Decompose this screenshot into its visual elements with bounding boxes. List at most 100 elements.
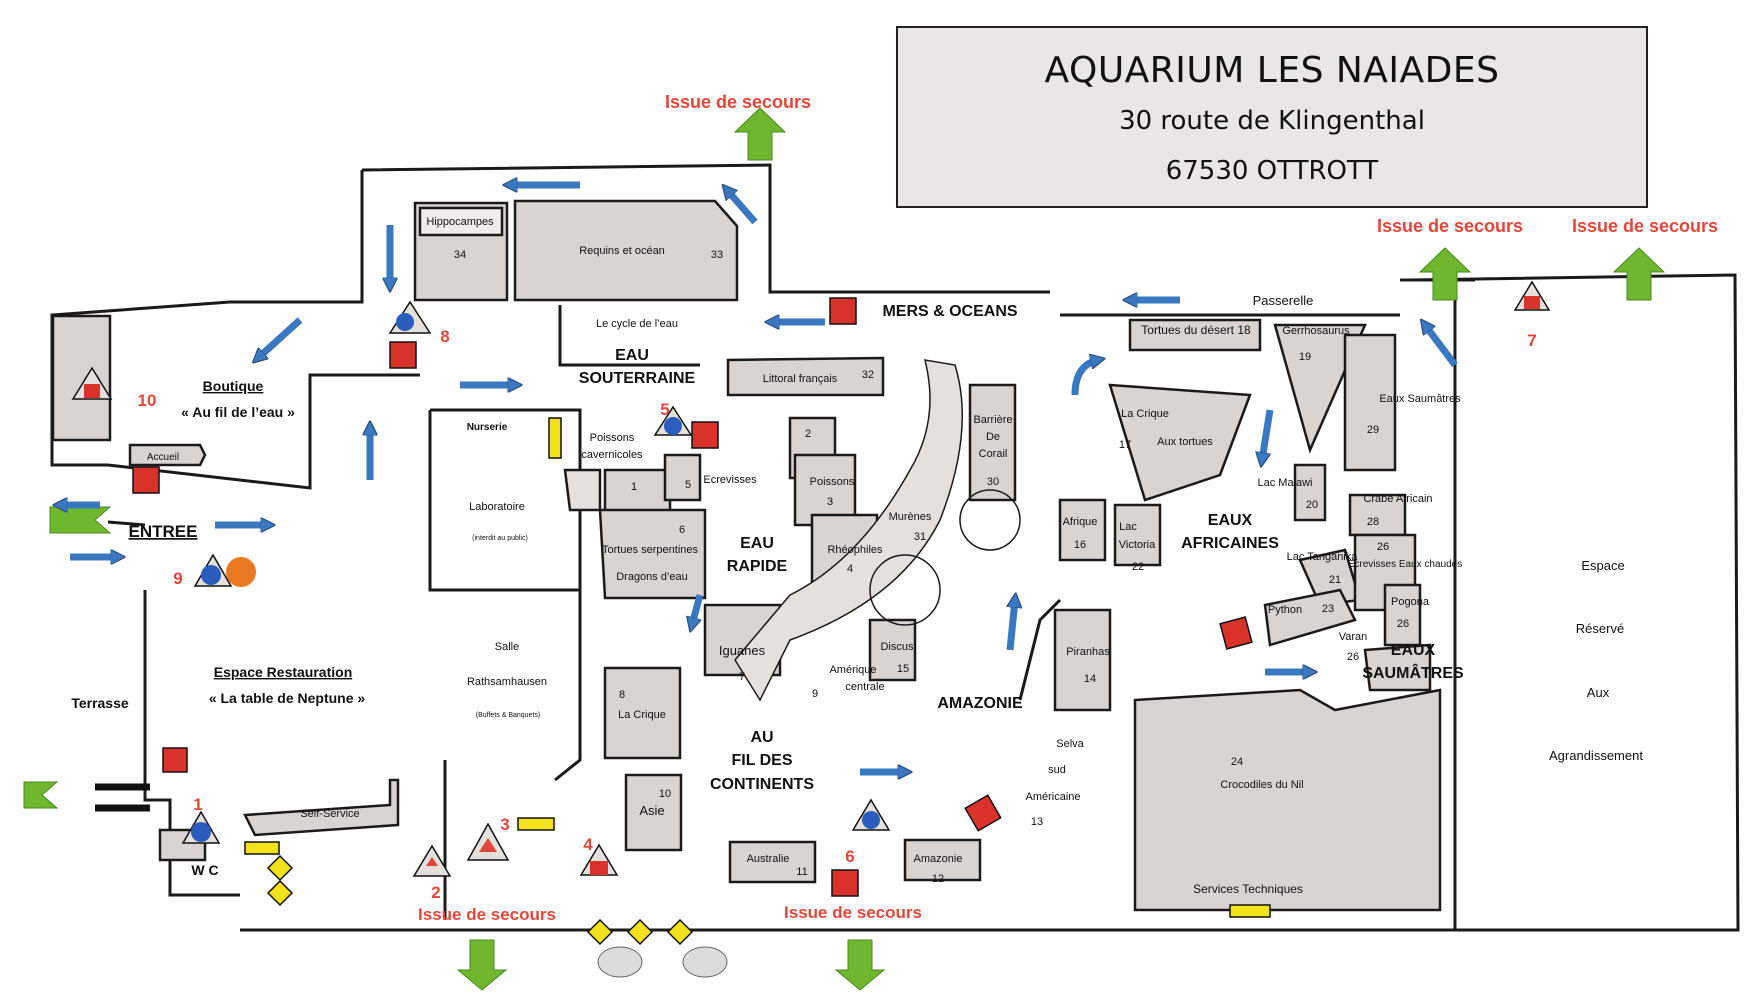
tank-2-num: 2 (805, 428, 811, 440)
exit-label-top: Issue de secours (665, 92, 811, 112)
tank-murenes-num: 31 (914, 531, 926, 543)
tank-victoria-num: 22 (1132, 561, 1144, 573)
tank-requins-label: Requins et océan (579, 245, 665, 257)
reserve-3: Aux (1587, 685, 1610, 700)
tank-amazonie12-num: 12 (932, 873, 944, 885)
tank-crabe-label: Crabe Africain (1363, 493, 1432, 505)
tank-selva-label-3: Américaine (1025, 791, 1080, 803)
central-pool-2 (959, 489, 1021, 551)
marker-7: 7 (1527, 331, 1536, 350)
tank-iguanes-label: Iguanes (719, 643, 766, 658)
tank-amazonie12-label: Amazonie (914, 853, 963, 865)
tank-ecrevisses26-num: 26 (1377, 541, 1389, 553)
tank-victoria-label-1: Lac (1119, 521, 1137, 533)
tank-saumatres29-label: Eaux Saumâtres (1379, 393, 1461, 405)
zone-eau-souterraine-1: EAU (615, 347, 649, 364)
nurserie-label: Nurserie (467, 422, 508, 433)
tank-crique-tortues-label2: Aux tortues (1157, 436, 1213, 448)
tank-barriere-label-2: De (986, 431, 1000, 443)
tank-pogona-num: 26 (1397, 618, 1409, 630)
tank-australie-label: Australie (747, 853, 790, 865)
zone-eau-rapide-2: RAPIDE (727, 558, 788, 575)
tank-pogona-label: Pogona (1391, 596, 1430, 608)
zone-amazonie: AMAZONIE (937, 695, 1023, 712)
tank-hippocampes-num: 34 (454, 249, 466, 261)
tank-poissons-label: Poissons (810, 476, 855, 488)
tank-crique8-num: 8 (619, 689, 625, 701)
cycle-label: Le cycle de l’eau (596, 318, 678, 330)
tank-amcentrale-label-2: centrale (845, 681, 884, 693)
tank-crocos-num: 24 (1231, 756, 1243, 768)
zone-eaux-africaines-2: AFRICAINES (1181, 535, 1279, 552)
tank-afrique-label: Afrique (1063, 516, 1098, 528)
zone-mers-oceans: MERS & OCEANS (882, 303, 1017, 320)
marker-3: 3 (500, 815, 509, 834)
boutique-subtitle: « Au fil de l’eau » (181, 404, 295, 420)
tank-cavern-label-1: Poissons (590, 432, 635, 444)
tank-crocos-label: Crocodiles du Nil (1220, 779, 1303, 791)
wc-label: W C (191, 862, 218, 878)
terrasse-label: Terrasse (71, 695, 129, 711)
marker-4: 4 (583, 835, 593, 854)
aquarium-city: 67530 OTTROTT (1165, 156, 1379, 186)
exit-label-right-1: Issue de secours (1377, 216, 1523, 236)
tank-littoral-label: Littoral français (763, 373, 838, 385)
tank-tanganika-num: 21 (1329, 574, 1341, 586)
tank-selva-label-2: sud (1048, 764, 1066, 776)
zone-fil-1: AU (750, 729, 773, 746)
tank-barriere-num: 30 (987, 476, 999, 488)
zone-eau-rapide-1: EAU (740, 535, 774, 552)
tank-rheophiles-num: 4 (847, 563, 853, 575)
reserve-2: Réservé (1576, 621, 1624, 636)
marker-2: 2 (431, 883, 440, 902)
tank-crique-tortues-label: La Crique (1121, 408, 1169, 420)
marker-9: 9 (173, 569, 182, 588)
laboratoire-label: Laboratoire (469, 501, 525, 513)
zone-eaux-saumatres-1: EAUX (1391, 642, 1436, 659)
tank-crique-tortues-num: 17 (1119, 439, 1131, 451)
tank-crabe-num: 28 (1367, 516, 1379, 528)
tank-discus-num: 15 (897, 663, 909, 675)
tank-barriere-label-3: Corail (979, 448, 1008, 460)
lab-note: (interdit au public) (472, 535, 528, 542)
zone-eaux-africaines-1: EAUX (1208, 512, 1253, 529)
tank-crique8-label: La Crique (618, 709, 666, 721)
marker-8: 8 (440, 327, 449, 346)
tank-tortues6-label: Tortues serpentines (602, 544, 698, 556)
tank-ecrevisses5-label: Ecrevisses (703, 474, 757, 486)
tank-tortues-desert-label: Tortues du désert 18 (1141, 323, 1251, 337)
restauration-title: Espace Restauration (214, 664, 353, 680)
tank-malawi-label: Lac Malawi (1257, 477, 1312, 489)
exit-label-bottom-2: Issue de secours (784, 903, 922, 922)
exit-label-right-2: Issue de secours (1572, 216, 1718, 236)
title-box: AQUARIUM LES NAIADES 30 route de Klingen… (896, 26, 1648, 208)
tank-tanganika-label: Lac Tanganika (1287, 551, 1359, 563)
fountain-2 (682, 946, 728, 978)
marker-1: 1 (193, 795, 202, 814)
tank-amcentrale-label-1: Amérique (829, 664, 876, 676)
walls (50, 163, 1740, 932)
tank-cavern-num: 1 (631, 481, 637, 493)
marker-10: 10 (138, 391, 157, 410)
zone-fil-2: FIL DES (731, 752, 792, 769)
tank-tortues6-num: 6 (679, 524, 685, 536)
tank-afrique-num: 16 (1074, 539, 1086, 551)
tank-rheophiles-label: Rhéophiles (827, 544, 883, 556)
salle-name-label: Rathsamhausen (467, 676, 547, 688)
tank-victoria-label-2: Victoria (1119, 539, 1156, 551)
exit-label-bottom-1: Issue de secours (418, 905, 556, 924)
tank-ecrevisses26-label: Ecrevisses Eaux chaudes (1348, 559, 1463, 570)
salle-label: Salle (495, 641, 519, 653)
aquarium-name: AQUARIUM LES NAIADES (1044, 50, 1500, 91)
tank-varan-label: Varan (1339, 631, 1368, 643)
tank-poissons-num: 3 (827, 496, 833, 508)
tanks (51, 199, 1442, 912)
fountain-1 (597, 946, 643, 978)
tank-cavern-label-2: cavernicoles (581, 449, 643, 461)
reserve-4: Agrandissement (1549, 748, 1643, 763)
tank-australie-num: 11 (796, 866, 807, 878)
tank-amcentrale-num: 9 (812, 688, 818, 700)
restauration-subtitle: « La table de Neptune » (209, 690, 366, 706)
tank-discus-label: Discus (880, 641, 914, 653)
